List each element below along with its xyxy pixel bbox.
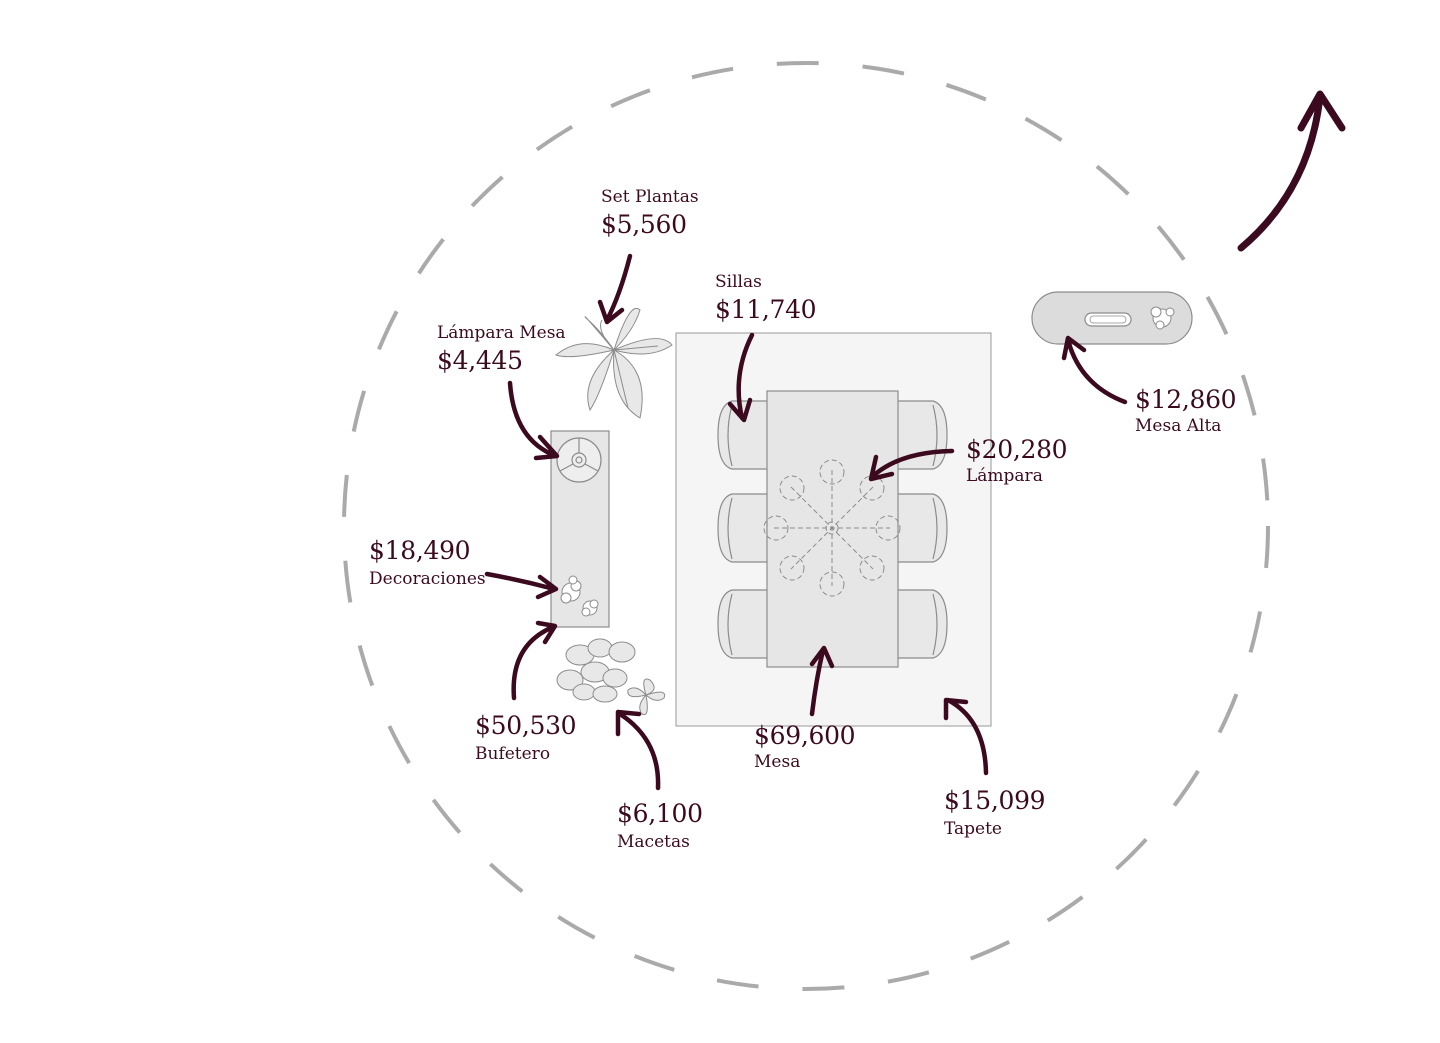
lampara-mesa-price: $4,445 [437, 346, 523, 375]
tapete-price: $15,099 [944, 786, 1046, 815]
mesa-alta-price: $12,860 [1135, 385, 1237, 414]
chairs[interactable] [717, 400, 948, 659]
chair-right-2 [896, 493, 948, 563]
plant-set-icon[interactable] [555, 307, 673, 419]
arrow-sillas [727, 332, 755, 423]
table-lamp-icon[interactable] [556, 437, 602, 483]
chair-right-3 [896, 589, 948, 659]
room-boundary-circle [342, 61, 1270, 991]
planters-icon[interactable] [556, 638, 666, 716]
arrow-lampara-mesa [507, 380, 560, 461]
chair-left-1 [717, 400, 769, 470]
arrow-macetas [615, 709, 661, 791]
mesa-price: $69,600 [754, 721, 856, 750]
arrow-mesa [809, 645, 835, 717]
lampara-mesa-name: Lámpara Mesa [437, 323, 566, 343]
chandelier-icon[interactable] [763, 459, 901, 597]
macetas-price: $6,100 [617, 799, 703, 828]
sillas-name: Sillas [715, 272, 762, 292]
mesa-name: Mesa [754, 752, 801, 772]
tapete-name: Tapete [944, 819, 1002, 839]
arrow-mesa-alta [1061, 335, 1128, 405]
macetas-name: Macetas [617, 832, 690, 852]
arrow-decoraciones [484, 571, 559, 600]
high-table-tray-icon [1084, 312, 1132, 327]
rotate-arrow-icon[interactable] [1237, 90, 1346, 252]
arrow-tapete [943, 697, 989, 776]
arrow-lampara [868, 448, 955, 482]
decoraciones-name: Decoraciones [369, 569, 486, 589]
decorations-icon[interactable] [560, 575, 599, 617]
bufetero-name: Bufetero [475, 744, 551, 764]
sillas-price: $11,740 [715, 295, 817, 324]
set-plantas-name: Set Plantas [601, 187, 699, 207]
lampara-price: $20,280 [966, 435, 1068, 464]
set-plantas-price: $5,560 [601, 210, 687, 239]
chair-left-2 [717, 493, 769, 563]
high-table[interactable] [1031, 291, 1193, 345]
bufetero-price: $50,530 [475, 711, 577, 740]
chair-left-3 [717, 589, 769, 659]
callout-arrows [484, 253, 1128, 791]
decoraciones-price: $18,490 [369, 536, 471, 565]
arrow-set-plantas [597, 253, 633, 325]
mesa-alta-name: Mesa Alta [1135, 416, 1222, 436]
arrow-bufetero [511, 620, 558, 701]
high-table-decor-icon [1150, 306, 1175, 330]
lampara-name: Lámpara [966, 466, 1043, 486]
